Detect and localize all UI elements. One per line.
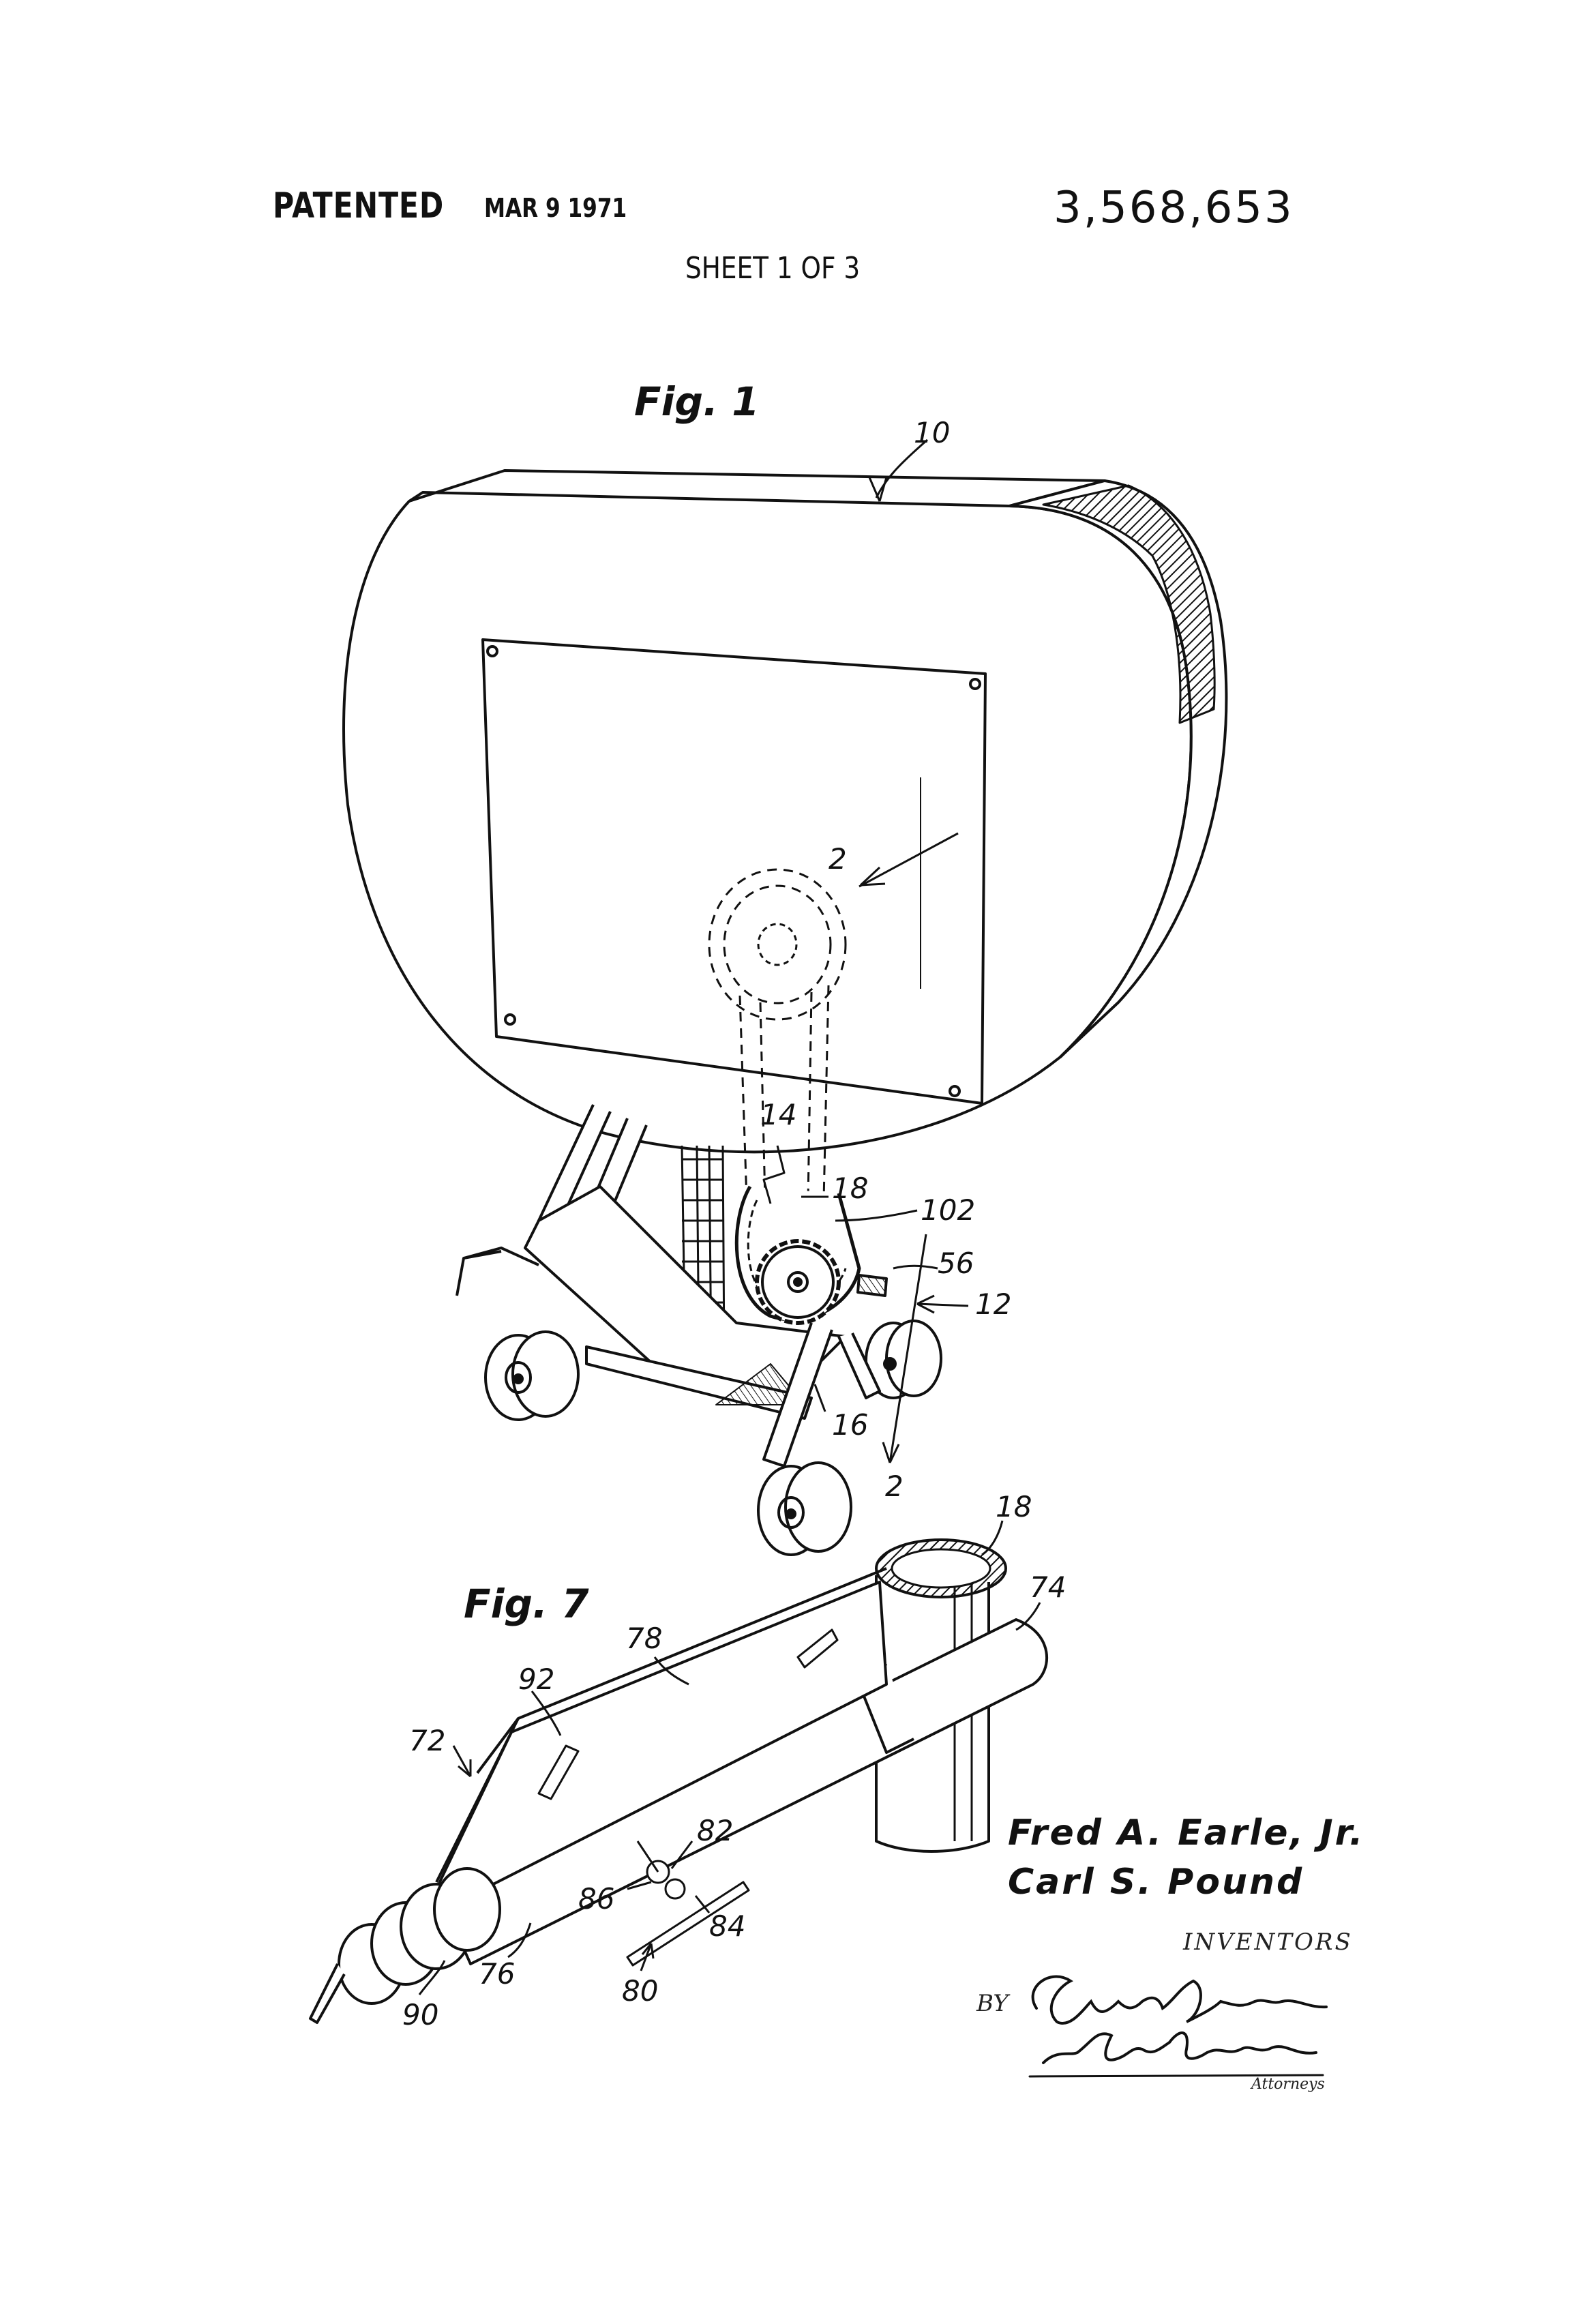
ref-80: 80 (622, 1974, 658, 2008)
ref-16: 16 (832, 1408, 868, 1442)
inventor-name-1: Fred A. Earle, Jr. (1008, 1808, 1365, 1858)
ref-14: 14 (760, 1098, 796, 1131)
ref-72: 72 (409, 1724, 445, 1757)
wheel-front (758, 1463, 851, 1555)
fig1-drawing (344, 440, 1226, 1555)
ref-2-lower: 2 (885, 1470, 904, 1503)
fig1-title: Fig. 1 (634, 378, 760, 425)
ref-82: 82 (697, 1814, 733, 1847)
ref-86: 86 (578, 1882, 614, 1916)
housing-panel (483, 640, 985, 1103)
fig7-title: Fig. 7 (464, 1581, 589, 1627)
attorney-signature (1016, 1961, 1337, 2090)
ref-56: 56 (938, 1247, 974, 1280)
ref-10: 10 (914, 416, 950, 449)
inventor-names: Fred A. Earle, Jr. Carl S. Pound (1008, 1808, 1365, 1907)
ref-84: 84 (709, 1909, 745, 1943)
ref-74: 74 (1030, 1570, 1066, 1604)
inventor-name-2: Carl S. Pound (1008, 1858, 1365, 1907)
ref-90: 90 (402, 1998, 438, 2031)
ref-18-fig7: 18 (996, 1490, 1032, 1523)
ref-92: 92 (518, 1663, 554, 1696)
fig7-drawing (310, 1521, 1047, 2023)
ref-12: 12 (975, 1287, 1011, 1321)
by-label: BY (976, 1990, 1009, 2017)
ref-2-upper: 2 (829, 842, 847, 876)
ref-78: 78 (626, 1622, 662, 1655)
wheel-left (486, 1332, 578, 1420)
inventors-caption: INVENTORS (1183, 1928, 1353, 1956)
ref-102: 102 (921, 1193, 975, 1227)
attorneys-label: Attorneys (1251, 2076, 1325, 2093)
ref-76: 76 (479, 1957, 515, 1991)
ref-18-fig1: 18 (832, 1172, 868, 1205)
